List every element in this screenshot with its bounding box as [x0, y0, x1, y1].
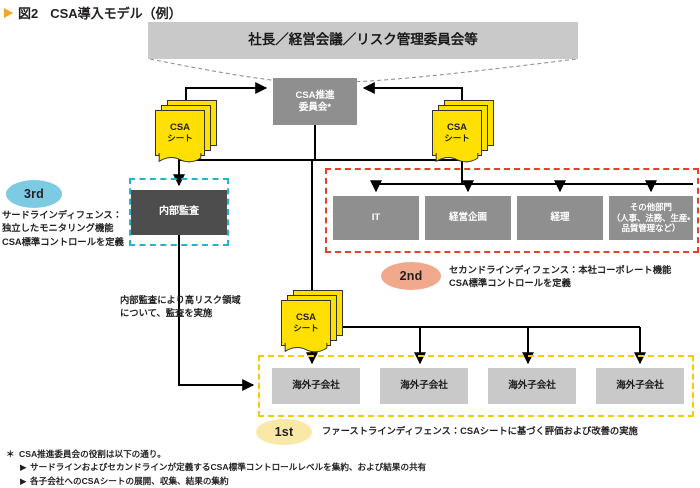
footnote-triangle-icon: ▶	[20, 462, 27, 473]
figure-number: 図2	[18, 6, 39, 21]
footnote-line-2: ▶サードラインおよびセカンドラインが定義するCSA標準コントロールレベルを集約、…	[20, 461, 666, 474]
csa-sheet-stack-left: CSA シート	[155, 100, 217, 163]
footnote-star-icon: ＊	[6, 449, 15, 459]
first-line-frame	[258, 355, 694, 417]
second-line-desc-line2: CSA標準コントロールを定義	[449, 278, 571, 289]
internal-audit-note: 内部監査により高リスク領域 について、監査を実施	[120, 294, 270, 321]
second-line-badge: 2nd	[381, 262, 441, 290]
third-line-badge: 3rd	[6, 180, 62, 208]
footnote-text-2: サードラインおよびセカンドラインが定義するCSA標準コントロールレベルを集約、お…	[30, 462, 427, 473]
figure-title: CSA導入モデル（例）	[50, 6, 182, 21]
third-line-frame	[129, 178, 229, 246]
csa-committee-label-line1: CSA推進	[295, 89, 335, 101]
first-line-badge: 1st	[256, 419, 312, 445]
dept-box-it: IT	[333, 196, 419, 240]
third-line-desc-line2: 独立したモニタリング機能	[2, 223, 114, 234]
footnote-triangle-icon: ▶	[20, 475, 27, 486]
dept-other-line1: その他部門	[630, 202, 672, 213]
csa-sheet-subtitle: シート	[167, 133, 193, 144]
csa-sheet-title: CSA	[446, 121, 468, 133]
third-line-desc-line1: サードラインディフェンス：	[2, 210, 123, 220]
second-line-frame	[325, 168, 699, 253]
top-governance-band: 社長／経営会議／リスク管理委員会等	[148, 22, 578, 59]
footnote-text-3: 各子会社へのCSAシートの展開、収集、結果の集約	[30, 475, 229, 486]
csa-sheet-front: CSA シート	[432, 110, 482, 156]
third-line-desc-line3: CSA標準コントロールを定義	[2, 236, 124, 247]
page-title: 図2 CSA導入モデル（例）	[4, 3, 182, 22]
dept-box-corporate-planning: 経営企画	[425, 196, 511, 240]
subsidiary-box-4: 海外子会社	[596, 368, 684, 404]
csa-sheet-wave-icon	[284, 343, 328, 353]
csa-sheet-subtitle: シート	[444, 133, 470, 144]
dept-other-line3: 品質管理など）	[621, 223, 681, 234]
subsidiary-box-2: 海外子会社	[380, 368, 468, 404]
title-triangle-icon	[4, 7, 13, 18]
audit-note-line2: について、監査を実施	[120, 308, 213, 319]
second-line-description: セカンドラインディフェンス：本社コーポレート機能 CSA標準コントロールを定義	[449, 264, 699, 291]
third-line-description: サードラインディフェンス： 独立したモニタリング機能 CSA標準コントロールを定…	[2, 209, 136, 249]
footnote-text-1: CSA推進委員会の役割は以下の通り。	[19, 449, 166, 459]
csa-sheet-subtitle: シート	[293, 323, 319, 334]
audit-note-line1: 内部監査により高リスク領域	[120, 295, 241, 305]
csa-sheet-title: CSA	[169, 121, 191, 133]
footnote-line-3: ▶各子会社へのCSAシートの展開、収集、結果の集約	[20, 475, 666, 488]
dept-other-line2: （人事、法務、生産・	[611, 212, 691, 223]
csa-sheet-front: CSA シート	[155, 110, 205, 156]
csa-sheet-stack-right: CSA シート	[432, 100, 494, 163]
csa-committee-box: CSA推進 委員会*	[273, 78, 357, 125]
dept-box-other: その他部門 （人事、法務、生産・ 品質管理など）	[609, 196, 693, 240]
footnote-line-1: ＊ CSA推進委員会の役割は以下の通り。	[6, 448, 666, 461]
csa-sheet-wave-icon	[435, 153, 479, 163]
csa-sheet-title: CSA	[295, 311, 317, 323]
footnotes: ＊ CSA推進委員会の役割は以下の通り。 ▶サードラインおよびセカンドラインが定義…	[6, 448, 666, 488]
csa-sheet-front: CSA シート	[281, 300, 331, 346]
first-line-description: ファーストラインディフェンス：CSAシートに基づく評価および改善の実施	[322, 426, 638, 436]
dept-box-accounting: 経理	[517, 196, 603, 240]
csa-committee-label-line2: 委員会*	[298, 101, 332, 113]
csa-sheet-stack-middle: CSA シート	[281, 290, 343, 353]
subsidiary-box-3: 海外子会社	[488, 368, 576, 404]
subsidiary-box-1: 海外子会社	[272, 368, 360, 404]
second-line-desc-line1: セカンドラインディフェンス：本社コーポレート機能	[449, 265, 672, 275]
internal-audit-box: 内部監査	[131, 190, 227, 235]
csa-sheet-wave-icon	[158, 153, 202, 163]
